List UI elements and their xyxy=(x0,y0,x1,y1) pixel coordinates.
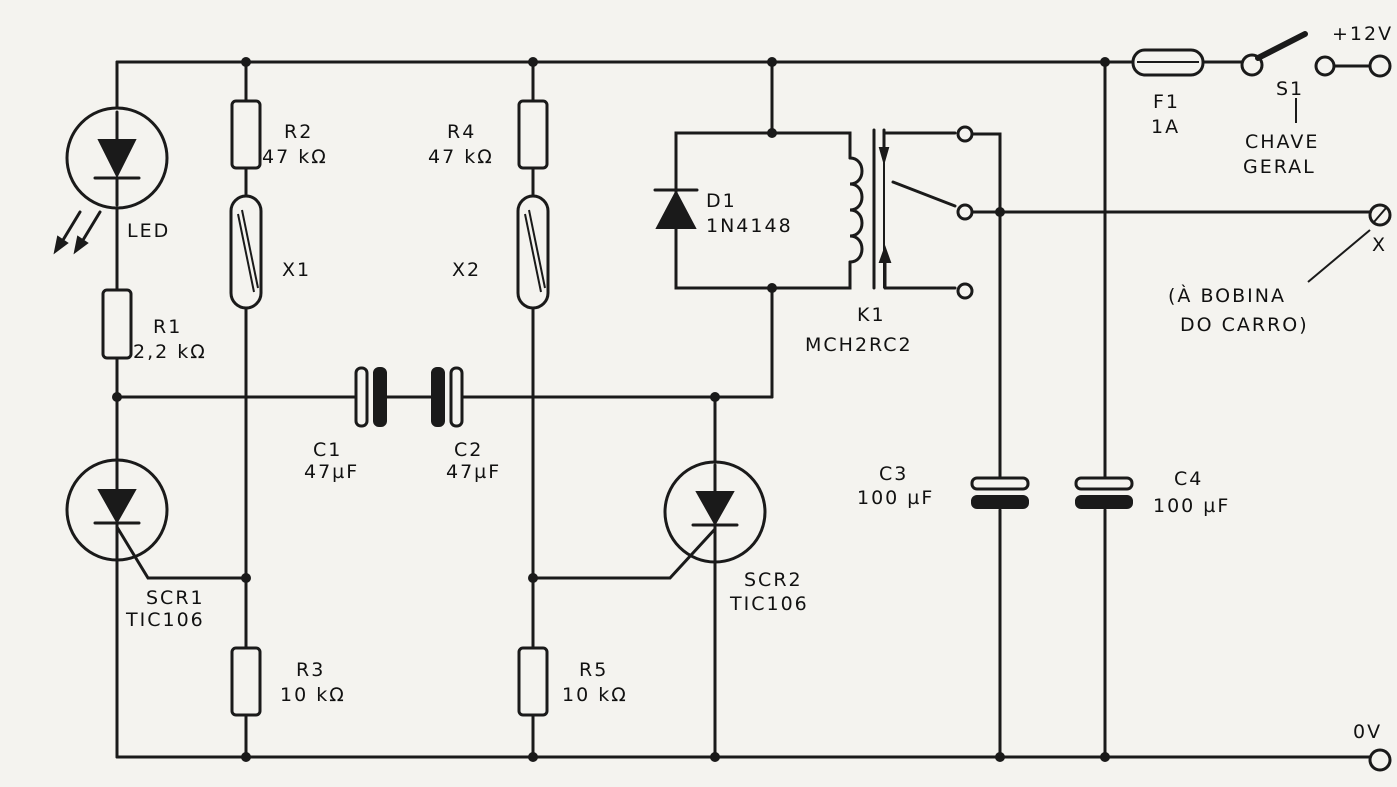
c1-value: 47µF xyxy=(304,461,359,483)
r3-symbol xyxy=(230,646,262,717)
x2-ref: X2 xyxy=(452,259,481,281)
scr1-part: TIC106 xyxy=(125,609,205,631)
d1-symbol xyxy=(653,188,699,229)
led-symbol xyxy=(53,106,169,255)
output-note-line1: (À BOBINA xyxy=(1168,284,1286,307)
c3-value: 100 µF xyxy=(857,487,934,509)
coupling-wires xyxy=(115,286,774,399)
x1-reed-switch xyxy=(229,194,263,310)
d1-ref: D1 xyxy=(706,190,737,212)
r2-value: 47 kΩ xyxy=(262,146,328,168)
r3-ref: R3 xyxy=(296,659,325,681)
light-emission-arrows xyxy=(53,210,102,255)
f1-value: 1A xyxy=(1151,116,1180,138)
f1-ref: F1 xyxy=(1153,91,1180,113)
r4-value: 47 kΩ xyxy=(428,146,494,168)
s1-ref: S1 xyxy=(1276,78,1304,100)
r5-value: 10 kΩ xyxy=(562,684,628,706)
d1-coil-wires xyxy=(674,60,852,290)
d1-part: 1N4148 xyxy=(706,215,793,237)
r4-ref: R4 xyxy=(447,121,476,143)
c2-value: 47µF xyxy=(446,461,501,483)
k1-relay xyxy=(848,125,974,300)
positive-terminal[interactable] xyxy=(1368,54,1392,78)
c1-ref: C1 xyxy=(313,439,342,461)
r2-ref: R2 xyxy=(284,121,313,143)
f1-fuse xyxy=(1131,48,1205,77)
output-wires xyxy=(970,132,1372,759)
x2-reed-switch xyxy=(516,194,550,310)
c2-ref: C2 xyxy=(454,439,483,461)
r1-value: 2,2 kΩ xyxy=(133,341,207,363)
ground-label: 0V xyxy=(1353,721,1382,743)
x1-ref: X1 xyxy=(282,259,311,281)
scr1-symbol xyxy=(65,458,248,580)
s1-switch[interactable] xyxy=(1240,31,1373,123)
c1-symbol xyxy=(354,366,387,428)
c3-symbol xyxy=(970,476,1030,509)
r1-ref: R1 xyxy=(153,316,182,338)
s1-label-line1: CHAVE xyxy=(1245,131,1319,153)
scr2-part: TIC106 xyxy=(729,593,809,615)
c3-ref: C3 xyxy=(879,463,908,485)
output-terminal[interactable] xyxy=(1307,203,1392,283)
r5-ref: R5 xyxy=(579,659,608,681)
led-label: LED xyxy=(127,220,170,242)
scr1-ref: SCR1 xyxy=(146,587,205,609)
k1-part: MCH2RC2 xyxy=(805,334,913,356)
k1-ref: K1 xyxy=(857,304,886,326)
positive-label: +12V xyxy=(1332,23,1393,45)
scr2-ref: SCR2 xyxy=(744,569,803,591)
c2-symbol xyxy=(431,366,464,428)
ground-terminal[interactable] xyxy=(1368,748,1392,772)
junction-dots xyxy=(112,57,1110,762)
output-ref: X xyxy=(1372,234,1387,256)
r2-symbol xyxy=(230,99,262,170)
s1-label-line2: GERAL xyxy=(1243,156,1316,178)
output-note-line2: DO CARRO) xyxy=(1180,314,1309,336)
c4-ref: C4 xyxy=(1174,468,1203,490)
scr2-symbol xyxy=(531,395,767,759)
r3-value: 10 kΩ xyxy=(280,684,346,706)
r4-symbol xyxy=(517,99,549,170)
r1-symbol xyxy=(101,288,133,360)
r5-symbol xyxy=(517,646,549,717)
c4-value: 100 µF xyxy=(1153,495,1230,517)
c4-symbol xyxy=(1074,476,1134,509)
